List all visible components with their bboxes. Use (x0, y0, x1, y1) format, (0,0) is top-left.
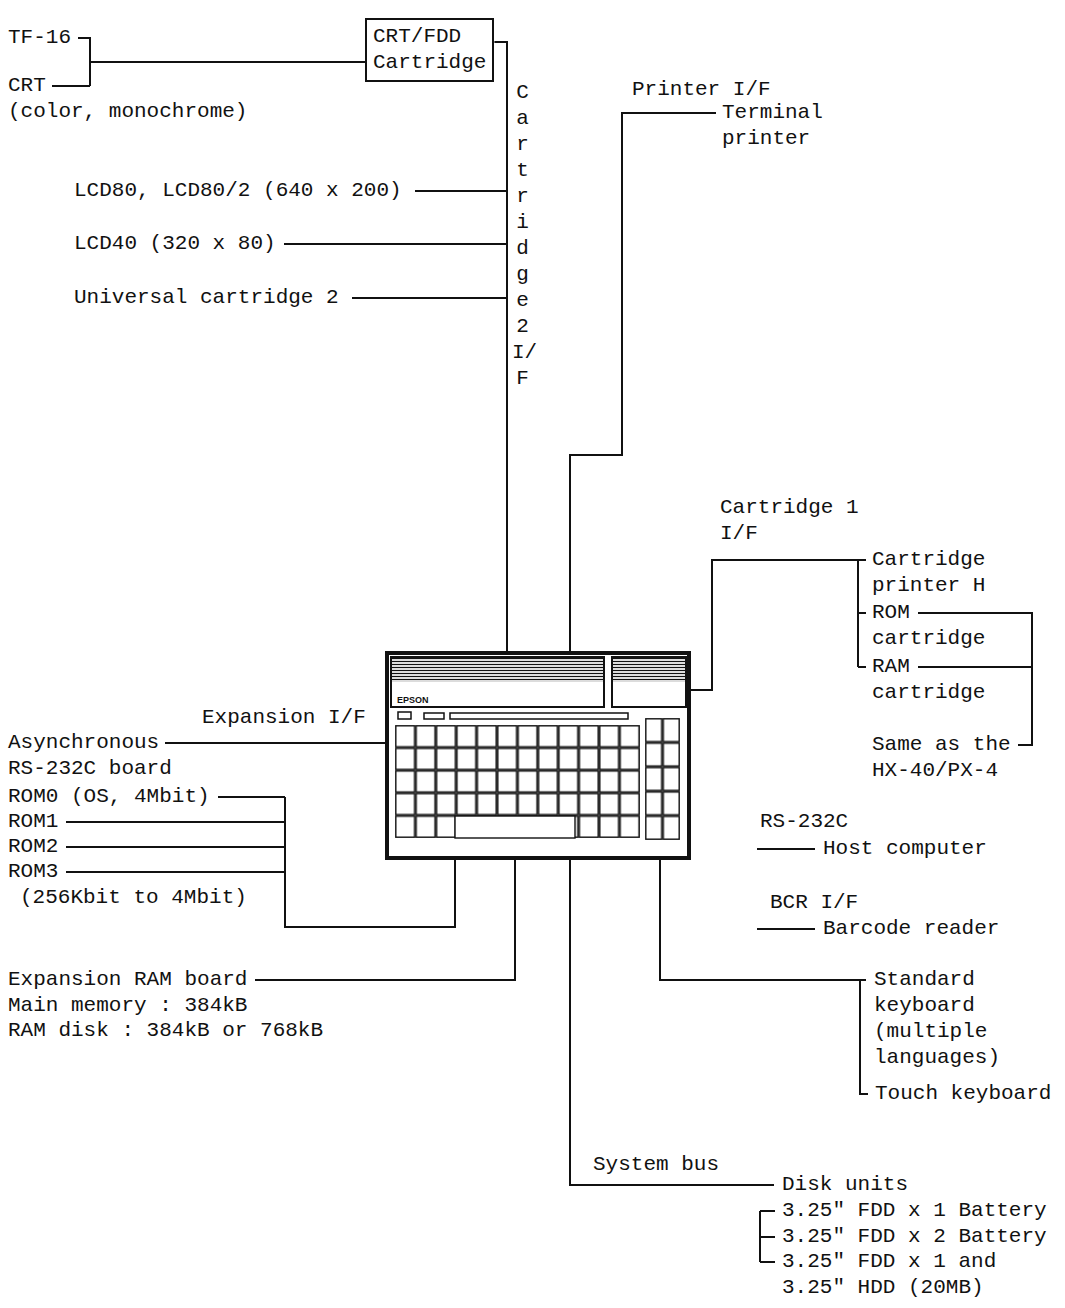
label: Disk units (782, 1172, 908, 1198)
computer: EPSON (385, 651, 691, 860)
label: RAM cartridge (872, 654, 985, 706)
label: 3.25" FDD x 2 Battery (782, 1224, 1047, 1250)
box-text: CRT/FDD Cartridge (373, 24, 486, 76)
label: Main memory : 384kB (8, 993, 247, 1019)
label: ROM3 (8, 859, 58, 885)
label: 3.25" FDD x 1 and 3.25" HDD (20MB) (782, 1249, 996, 1301)
label: (color, monochrome) (8, 99, 247, 125)
label: Expansion RAM board (8, 967, 247, 993)
label: BCR I/F (770, 890, 858, 916)
label: LCD40 (320 x 80) (74, 231, 276, 257)
cartridge-box: CRT/FDD Cartridge (365, 18, 494, 82)
label: (256Kbit to 4Mbit) (20, 885, 247, 911)
label: TF-16 (8, 25, 71, 51)
label: Expansion I/F (202, 705, 366, 731)
label: 3.25" FDD x 1 Battery (782, 1198, 1047, 1224)
leader-lines (52, 38, 1032, 1262)
label: System bus (593, 1152, 719, 1178)
label: Touch keyboard (875, 1081, 1051, 1107)
label: Cartridge 1 I/F (720, 495, 859, 547)
label: ROM0 (OS, 4Mbit) (8, 784, 210, 810)
label: Standard keyboard (multiple languages) (874, 967, 1000, 1071)
label: Terminal printer (722, 100, 823, 152)
label: Host computer (823, 836, 987, 862)
brand-logo: EPSON (397, 695, 429, 705)
label: Same as the HX-40/PX-4 (872, 732, 1011, 784)
label: CRT (8, 73, 46, 99)
label: LCD80, LCD80/2 (640 x 200) (74, 178, 402, 204)
bus-connector (494, 42, 507, 651)
label: RAM disk : 384kB or 768kB (8, 1018, 323, 1044)
label: Printer I/F (632, 77, 771, 103)
label: ROM2 (8, 834, 58, 860)
label: Barcode reader (823, 916, 999, 942)
label: Asynchronous RS-232C board (8, 730, 172, 782)
bus-label: Cartridge 2 I/F (512, 80, 533, 392)
label: Universal cartridge 2 (74, 285, 339, 311)
label: ROM1 (8, 809, 58, 835)
label: Cartridge printer H (872, 547, 998, 599)
label: RS-232C (760, 809, 848, 835)
label: ROM cartridge (872, 600, 985, 652)
